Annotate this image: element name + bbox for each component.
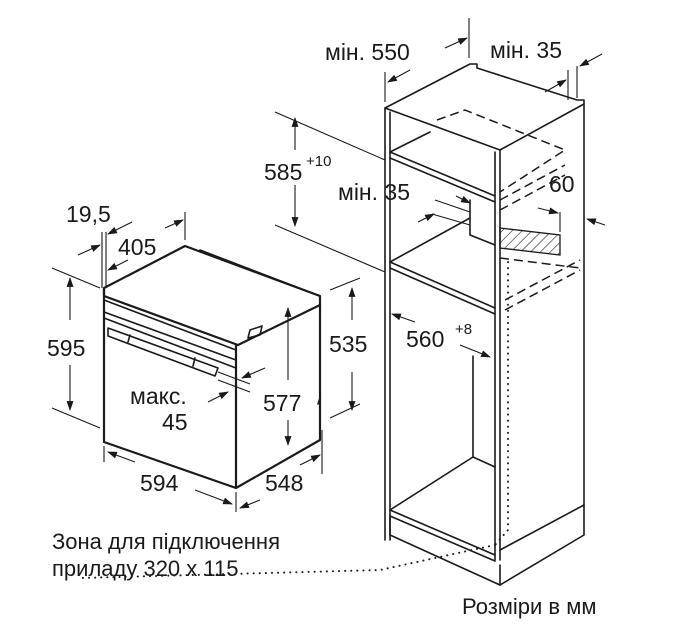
label-min-shelf-gap: мін. 35 bbox=[338, 179, 410, 205]
label-vent-depth: 60 bbox=[549, 171, 575, 197]
label-niche-width-tolerance: +8 bbox=[455, 321, 472, 338]
label-niche-width: 560 bbox=[406, 326, 444, 352]
label-cabinet-min-back-gap: мін. 35 bbox=[490, 37, 562, 63]
dimension-labels: мін. 550 мін. 35 585 +10 мін. 35 60 560 … bbox=[47, 37, 596, 619]
cabinet-drawing bbox=[79, 63, 585, 586]
label-max: макс. bbox=[130, 383, 187, 409]
label-top-depth: 405 bbox=[118, 234, 156, 260]
label-niche-height: 585 bbox=[264, 159, 302, 185]
label-side-height: 535 bbox=[329, 331, 367, 357]
label-niche-height-tolerance: +10 bbox=[306, 153, 331, 170]
units-caption: Розміри в мм bbox=[462, 594, 596, 619]
dimension-lines bbox=[51, 18, 606, 512]
oven-drawing bbox=[102, 244, 322, 490]
connection-zone-line1: Зона для підключення bbox=[52, 529, 280, 554]
label-oven-height: 595 bbox=[47, 335, 85, 361]
label-cabinet-min-depth: мін. 550 bbox=[325, 39, 410, 65]
label-front-panel: 19,5 bbox=[66, 201, 111, 227]
label-oven-width: 594 bbox=[140, 470, 179, 496]
connection-zone-line2: приладу 320 x 115 bbox=[52, 556, 238, 581]
label-max-value: 45 bbox=[162, 409, 188, 435]
label-oven-depth: 548 bbox=[265, 470, 303, 496]
label-body-height: 577 bbox=[263, 390, 301, 416]
